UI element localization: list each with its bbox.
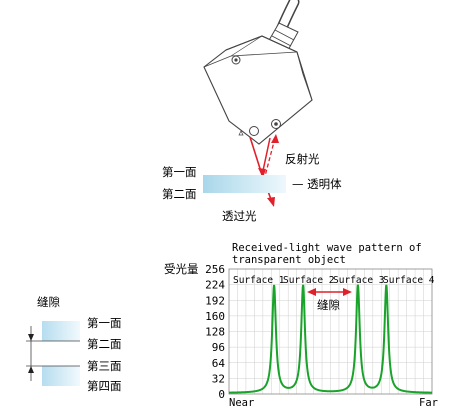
- label-reflected-light: 反射光: [285, 152, 320, 166]
- y-tick-label: 256: [205, 263, 225, 276]
- label-gap-second: 第二面: [87, 337, 122, 351]
- label-gap: 缝隙: [37, 295, 60, 309]
- label-gap-first: 第一面: [87, 316, 122, 330]
- gap-arrowhead-right: [343, 288, 352, 296]
- label-gap-fourth: 第四面: [87, 379, 122, 393]
- reflected-beam-dashed: [263, 137, 276, 181]
- y-tick-label: 128: [205, 326, 225, 339]
- y-tick-label: 96: [212, 341, 225, 354]
- surface-label-3: Surface 3: [333, 275, 384, 286]
- chart-ylabel: 受光量: [164, 262, 199, 276]
- chart-frame: [228, 268, 433, 395]
- x-label-near: Near: [229, 397, 254, 409]
- x-label-far: Far: [419, 397, 438, 409]
- series-line: [228, 284, 433, 394]
- y-tick-label: 32: [212, 372, 225, 385]
- reflected-beam-solid: [260, 137, 271, 181]
- surface-label-2: Surface 2: [283, 275, 334, 286]
- surface-label-4: Surface 4: [383, 275, 435, 286]
- chart-title-line2: transparent object: [232, 254, 346, 266]
- label-first-surface: 第一面: [162, 165, 197, 179]
- lens-emitter: [249, 126, 259, 136]
- gap-plate-bottom: [42, 366, 80, 386]
- chart-title-line1: Received-light wave pattern of: [232, 242, 422, 254]
- y-tick-label: 224: [205, 279, 225, 292]
- sensor-head: [203, 0, 313, 145]
- transmitted-arrowhead: [267, 197, 275, 207]
- chart-grid: [229, 269, 432, 394]
- label-gap-third: 第三面: [87, 359, 122, 373]
- surface-label-1: Surface 1: [233, 275, 285, 286]
- y-tick-label: 64: [212, 357, 226, 370]
- waveform-chart: Received-light wave pattern of transpare…: [164, 242, 438, 409]
- chart-gap-label: 缝隙: [317, 298, 340, 312]
- y-tick-label: 0: [218, 388, 225, 401]
- gap-arrowhead-left: [307, 288, 316, 296]
- gap-plate-top: [42, 321, 80, 341]
- label-transparent-body: — 透明体: [292, 177, 342, 191]
- y-tick-label: 192: [205, 294, 225, 307]
- gap-illustration: 缝隙 第一面 第二面 第三面 第四面: [26, 295, 122, 393]
- y-tick-labels: 0 32 64 96 128 160 192 224 256: [205, 263, 225, 401]
- label-transmitted-light: 透过光: [222, 209, 257, 223]
- y-tick-label: 160: [205, 310, 225, 323]
- transparent-plate: [203, 175, 286, 193]
- light-paths: [249, 134, 279, 207]
- label-second-surface: 第二面: [162, 187, 197, 201]
